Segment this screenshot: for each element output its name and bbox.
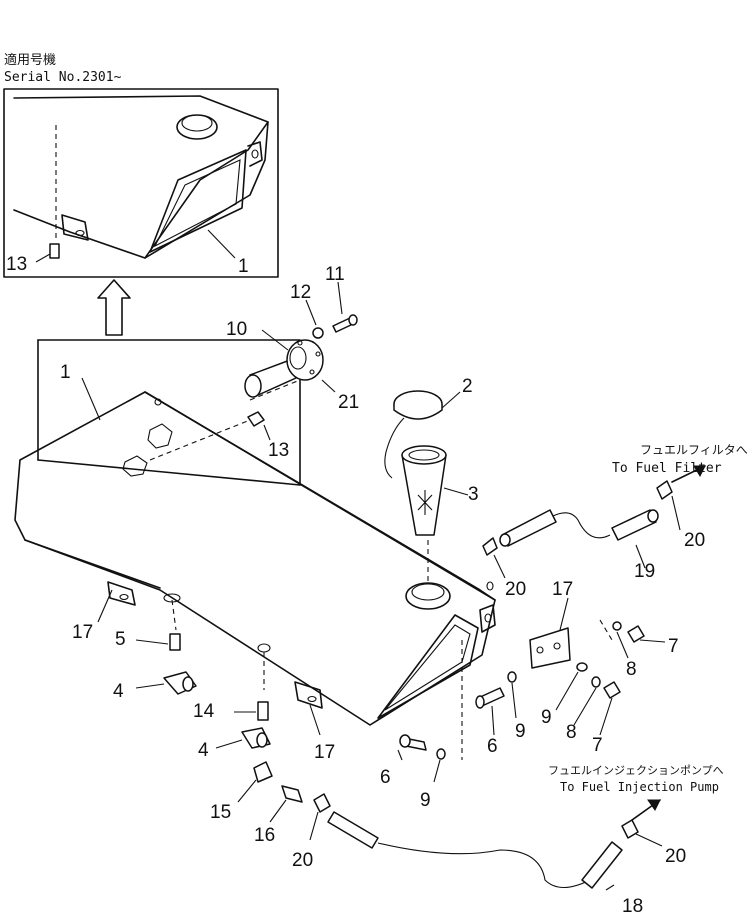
clamp-20-c bbox=[313, 793, 331, 813]
callout-20-a: 20 bbox=[505, 579, 526, 600]
hose-18 bbox=[581, 841, 623, 889]
callout-1: 1 bbox=[60, 362, 71, 383]
callout-19: 19 bbox=[634, 561, 655, 582]
bracket-17-left bbox=[107, 581, 136, 606]
washer-9-a bbox=[507, 671, 517, 683]
callout-15: 15 bbox=[210, 802, 231, 823]
callout-3: 3 bbox=[468, 484, 479, 505]
callout-21: 21 bbox=[338, 392, 359, 413]
callout-1-inset: 1 bbox=[238, 256, 249, 277]
inset-tank-face-inner bbox=[153, 159, 241, 248]
inset-filler-neck bbox=[176, 114, 218, 140]
callout-17-c: 17 bbox=[552, 579, 573, 600]
callout-13-inset: 13 bbox=[6, 254, 27, 275]
serial-number-label: Serial No.2301~ bbox=[4, 70, 122, 85]
inset-view: 13 1 bbox=[3, 88, 279, 278]
cap-chain bbox=[384, 417, 405, 479]
callout-17-a: 17 bbox=[72, 622, 93, 643]
callout-16: 16 bbox=[254, 825, 275, 846]
bracket-17-center bbox=[294, 681, 323, 709]
inset-tank-edge bbox=[144, 121, 269, 259]
callout-7-a: 7 bbox=[668, 636, 679, 657]
washer-9-c bbox=[436, 748, 446, 760]
clamp-20-b bbox=[656, 480, 673, 500]
inset-frame bbox=[3, 88, 279, 278]
tank-top-edge bbox=[144, 391, 496, 601]
inset-bottom-bracket bbox=[61, 214, 89, 241]
fitting-15 bbox=[253, 761, 273, 783]
tank-bottom-front bbox=[24, 539, 161, 589]
callout-6-a: 6 bbox=[487, 736, 498, 757]
lockwasher-8-a bbox=[612, 621, 622, 631]
washer-12 bbox=[312, 327, 324, 339]
applicability-label: 適用号機 bbox=[4, 52, 56, 68]
arrow-to-injection-pump bbox=[647, 799, 661, 811]
inset-drain-plug bbox=[49, 243, 60, 259]
callout-20-c: 20 bbox=[292, 850, 313, 871]
nut-7-b bbox=[603, 681, 621, 699]
callout-8-b: 8 bbox=[566, 722, 577, 743]
callout-17-b: 17 bbox=[314, 742, 335, 763]
callout-14: 14 bbox=[193, 701, 215, 722]
callout-6-b: 6 bbox=[380, 767, 391, 788]
to-fuel-filter-jp: フュエルフィルタへ bbox=[640, 443, 748, 457]
callout-12: 12 bbox=[290, 282, 311, 303]
tank-mount-lug bbox=[479, 604, 496, 633]
fuel-level-sender bbox=[244, 339, 324, 398]
callout-4-b: 4 bbox=[198, 740, 209, 761]
strainer-3 bbox=[401, 454, 447, 536]
inset-tank-face bbox=[149, 149, 247, 253]
tank-filler-opening bbox=[405, 582, 451, 610]
tank-end-face-inner bbox=[384, 624, 471, 711]
callout-4-a: 4 bbox=[113, 681, 124, 702]
hose-19 bbox=[611, 509, 657, 541]
hose-section bbox=[327, 811, 379, 849]
detail-frame-bottom bbox=[37, 459, 301, 486]
callout-20-d: 20 bbox=[665, 846, 686, 867]
fitting-5 bbox=[169, 633, 181, 651]
callout-9-c: 9 bbox=[420, 790, 431, 811]
callout-20-b: 20 bbox=[684, 530, 705, 551]
leader-lines bbox=[81, 281, 681, 891]
clamp-20-d bbox=[621, 819, 639, 839]
nut-7-a bbox=[627, 625, 645, 643]
arrow-to-fuel-filter bbox=[693, 465, 706, 478]
callout-8-a: 8 bbox=[626, 659, 637, 680]
to-injection-pump-en: To Fuel Injection Pump bbox=[560, 780, 719, 794]
callout-13: 13 bbox=[268, 440, 289, 461]
connector-16 bbox=[281, 785, 303, 803]
callout-2: 2 bbox=[462, 376, 473, 397]
bracket-17-right bbox=[529, 627, 571, 669]
fuel-tank-main bbox=[14, 391, 496, 726]
lockwasher-8-b bbox=[591, 676, 601, 688]
callout-9-a: 9 bbox=[515, 721, 526, 742]
up-arrow-to-inset bbox=[97, 279, 131, 336]
sender-flange bbox=[286, 339, 324, 381]
callout-11: 11 bbox=[325, 264, 345, 285]
inset-mount-lug bbox=[247, 141, 263, 167]
callout-7-b: 7 bbox=[592, 735, 603, 756]
tank-end-face bbox=[377, 614, 479, 719]
callout-9-b: 9 bbox=[541, 707, 552, 728]
plug-13 bbox=[247, 411, 265, 427]
tank-outline bbox=[14, 391, 496, 726]
clamp-20-a bbox=[482, 537, 498, 556]
inset-tank-outline bbox=[13, 95, 269, 259]
callout-18: 18 bbox=[622, 896, 643, 913]
callout-10: 10 bbox=[226, 319, 247, 340]
washer-9-b bbox=[576, 662, 588, 672]
fitting-14 bbox=[257, 701, 269, 721]
to-injection-pump-jp: フュエルインジェクションポンプへ bbox=[548, 764, 724, 777]
to-fuel-filter-en: To Fuel Filter bbox=[612, 461, 722, 476]
callout-5: 5 bbox=[115, 629, 126, 650]
